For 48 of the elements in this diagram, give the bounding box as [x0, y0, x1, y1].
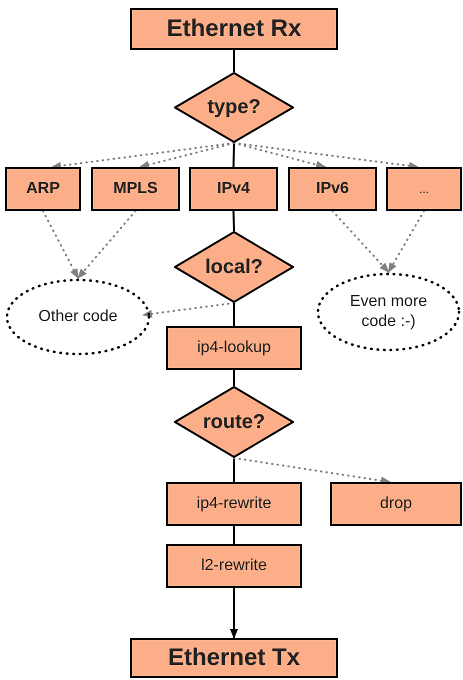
process-box — [166, 544, 302, 588]
dotted-arrow — [142, 302, 235, 318]
dotted-arrow — [388, 210, 425, 273]
decision-diamond — [174, 231, 294, 303]
dotted-arrow — [332, 210, 390, 273]
arrow — [230, 588, 238, 639]
protocol-box — [5, 167, 81, 211]
process-box — [330, 482, 462, 526]
node-label: Ethernet Rx — [166, 14, 302, 44]
node-label: Even more code :-) — [348, 292, 428, 332]
protocol-box — [91, 167, 180, 211]
node-label: IPv4 — [217, 179, 250, 199]
node-label: Ethernet Tx — [168, 643, 300, 673]
connector-line — [233, 458, 235, 482]
code-cloud — [316, 272, 461, 352]
node-label: MPLS — [113, 179, 158, 199]
connector-line — [233, 526, 235, 544]
connector-line — [232, 142, 235, 168]
dotted-arrow — [233, 142, 419, 170]
node-label: ... — [418, 182, 429, 196]
node-label: IPv6 — [316, 179, 349, 199]
code-cloud — [5, 278, 151, 356]
node-label: route? — [202, 410, 266, 434]
node-label: ARP — [26, 179, 60, 199]
protocol-box — [288, 167, 377, 211]
node-label: type? — [207, 95, 261, 120]
protocol-box — [189, 167, 278, 211]
dotted-arrow — [139, 142, 235, 169]
protocol-box — [386, 167, 462, 211]
node-label: drop — [380, 494, 412, 514]
process-box — [166, 326, 302, 370]
dotted-arrow — [77, 210, 136, 279]
node-label: l2-rewrite — [201, 556, 267, 576]
dotted-arrow — [42, 210, 79, 279]
start-box — [130, 8, 338, 50]
dotted-arrow — [233, 457, 391, 485]
decision-diamond — [174, 386, 294, 458]
end-box — [130, 638, 338, 678]
node-label: ip4-lookup — [197, 338, 271, 358]
connector-line — [233, 50, 235, 72]
node-label: Other code — [37, 307, 119, 327]
connector-line — [233, 303, 235, 326]
decision-diamond — [174, 72, 294, 143]
process-box — [166, 482, 302, 526]
node-label: local? — [205, 254, 263, 280]
node-label: ip4-rewrite — [196, 494, 272, 514]
connector-line — [233, 370, 235, 386]
connector-line — [232, 210, 235, 232]
